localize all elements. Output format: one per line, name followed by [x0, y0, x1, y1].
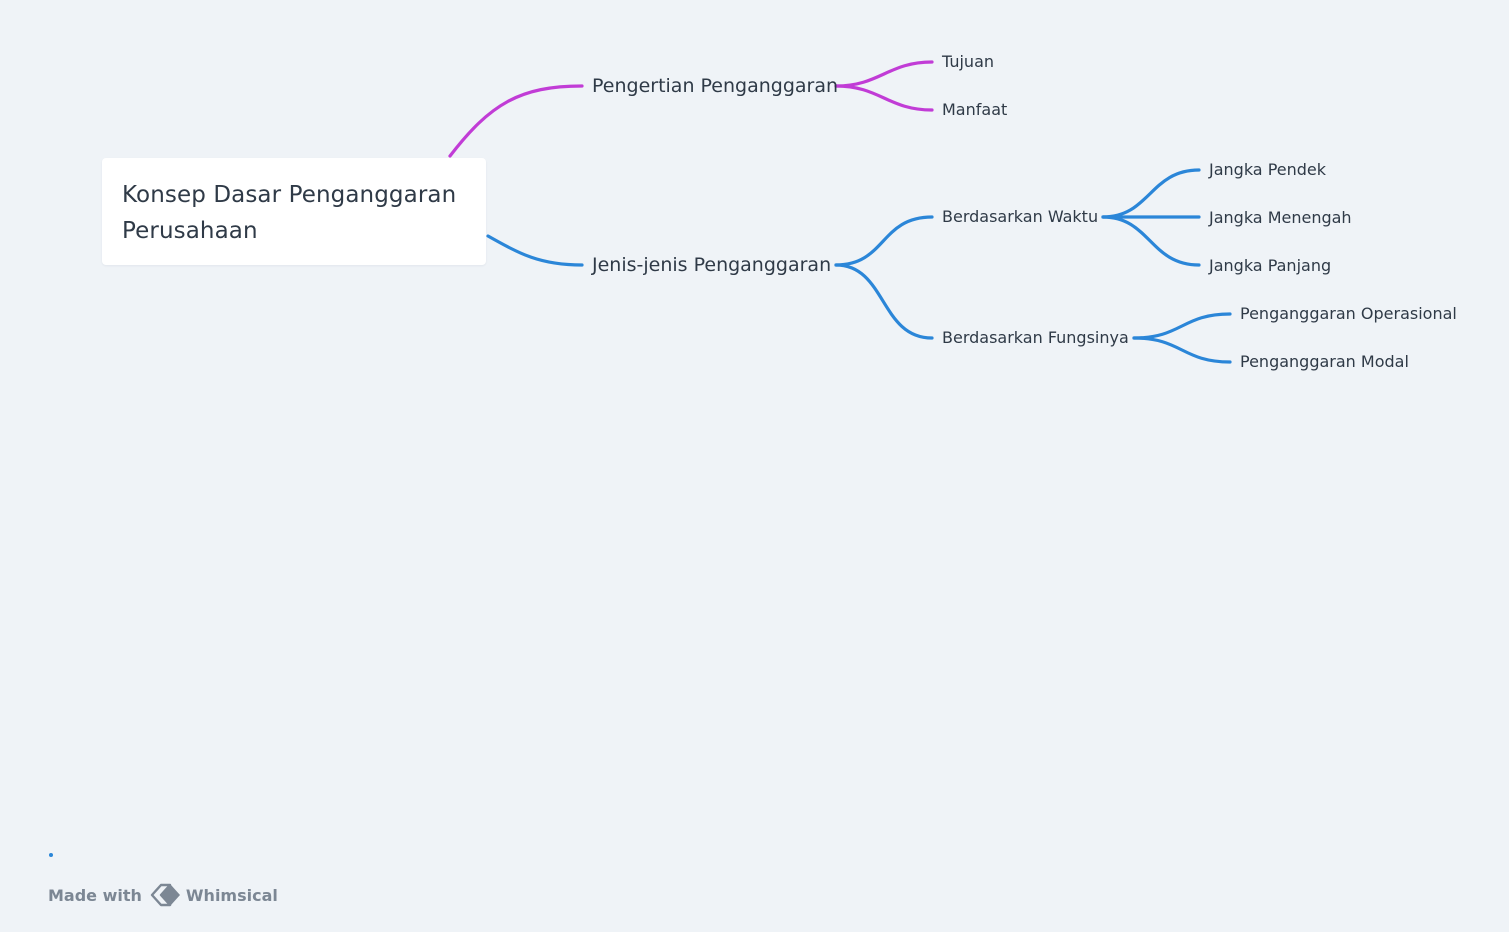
- connector-waktu-pendek: [1101, 168, 1201, 219]
- connector-pengertian-manfaat: [834, 84, 934, 112]
- selection-dot: [49, 853, 53, 857]
- connector-jenis-fungsinya: [834, 263, 934, 340]
- node-jenis-jenis-penganggaran[interactable]: Jenis-jenis Penganggaran: [592, 254, 832, 276]
- node-jangka-menengah[interactable]: Jangka Menengah: [1209, 208, 1352, 227]
- connector-jenis-waktu: [834, 215, 934, 267]
- node-penganggaran-operasional[interactable]: Penganggaran Operasional: [1240, 304, 1457, 323]
- connector-root-pengertian: [448, 84, 584, 158]
- connector-waktu-panjang: [1101, 215, 1201, 267]
- node-berdasarkan-waktu[interactable]: Berdasarkan Waktu: [942, 207, 1099, 226]
- whimsical-logo-icon: [150, 883, 180, 907]
- root-node[interactable]: Konsep Dasar Penganggaran Perusahaan: [102, 158, 486, 265]
- connector-pengertian-tujuan: [834, 60, 934, 88]
- node-jangka-panjang[interactable]: Jangka Panjang: [1209, 256, 1332, 275]
- node-berdasarkan-fungsinya[interactable]: Berdasarkan Fungsinya: [942, 328, 1129, 347]
- node-jangka-pendek[interactable]: Jangka Pendek: [1209, 160, 1327, 179]
- connector-fungsinya-modal: [1132, 336, 1232, 364]
- connector-root-jenis: [486, 234, 584, 267]
- node-pengertian-penganggaran[interactable]: Pengertian Penganggaran: [592, 75, 839, 97]
- node-penganggaran-modal[interactable]: Penganggaran Modal: [1240, 352, 1409, 371]
- made-with-label: Made with: [48, 885, 142, 905]
- whimsical-brand-label: Whimsical: [185, 885, 278, 905]
- root-node-label: Konsep Dasar Penganggaran Perusahaan: [122, 182, 457, 244]
- node-tujuan[interactable]: Tujuan: [942, 52, 995, 71]
- connector-fungsinya-operasional: [1132, 312, 1232, 340]
- made-with-footer[interactable]: Made with Whimsical: [48, 882, 278, 908]
- node-manfaat[interactable]: Manfaat: [942, 100, 1008, 119]
